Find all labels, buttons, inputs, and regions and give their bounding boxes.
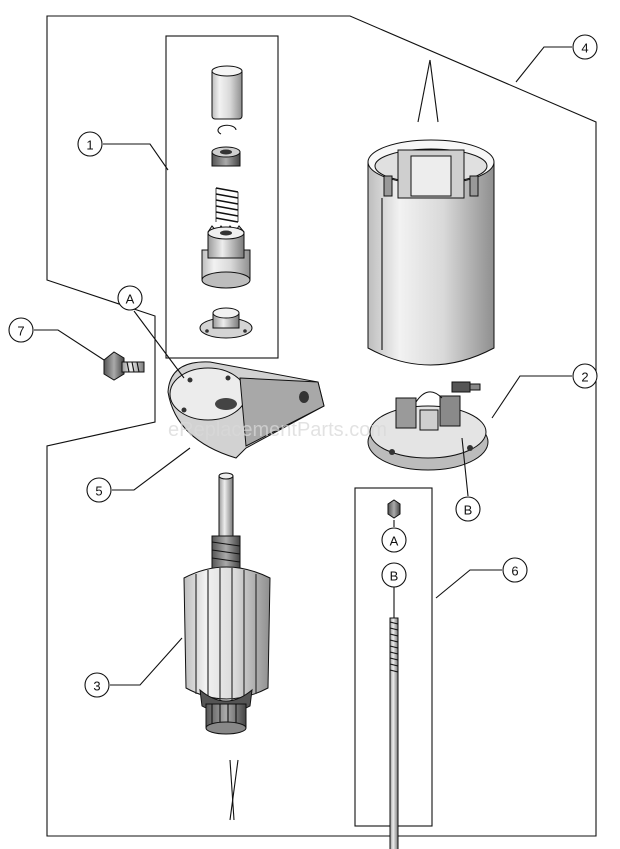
callout-1: 1 — [77, 131, 103, 157]
svg-text:5: 5 — [95, 484, 102, 499]
spring-part — [215, 187, 239, 223]
svg-text:B: B — [464, 503, 473, 518]
nut-part — [387, 499, 401, 519]
motor-housing-part — [367, 139, 495, 366]
svg-text:2: 2 — [581, 370, 588, 385]
frame-axis-line-2 — [429, 59, 439, 123]
callout-3: 3 — [84, 672, 110, 698]
leader-lines — [34, 46, 572, 686]
drive-kit-box — [165, 35, 279, 359]
svg-text:3: 3 — [93, 679, 100, 694]
callout-6: 6 — [502, 557, 528, 583]
end-cap-bracket-part — [167, 361, 325, 459]
stop-collar-part — [199, 307, 253, 339]
callout-7: 7 — [8, 317, 34, 343]
callout-a-bracket: A — [117, 285, 143, 311]
armature-part — [183, 472, 271, 735]
svg-text:6: 6 — [511, 564, 518, 579]
svg-text:A: A — [390, 534, 399, 549]
svg-text:7: 7 — [17, 324, 24, 339]
callout-b-brush-plate: B — [455, 496, 481, 522]
svg-text:A: A — [126, 292, 135, 307]
callout-a-nut: A — [381, 527, 407, 553]
drive-cap-part — [211, 65, 243, 120]
armature-axis-line-2 — [229, 759, 239, 821]
retaining-ring-part — [217, 124, 237, 135]
svg-text:4: 4 — [581, 41, 588, 56]
screw-part — [103, 351, 145, 381]
assembly-outline — [46, 15, 597, 837]
svg-text:B: B — [390, 569, 399, 584]
frame-axis-line — [417, 59, 431, 123]
armature-axis-line — [229, 759, 235, 821]
through-bolt-part — [389, 617, 399, 849]
callout-2: 2 — [572, 363, 598, 389]
watermark-text: eReplacementParts.com — [168, 419, 387, 441]
callout-4: 4 — [572, 34, 598, 60]
svg-text:1: 1 — [86, 138, 93, 153]
pinion-gear-part — [201, 225, 251, 289]
brush-plate-part — [367, 381, 489, 471]
spacer-part — [211, 146, 241, 167]
callout-5: 5 — [86, 477, 112, 503]
callout-b-bolt: B — [381, 562, 407, 588]
